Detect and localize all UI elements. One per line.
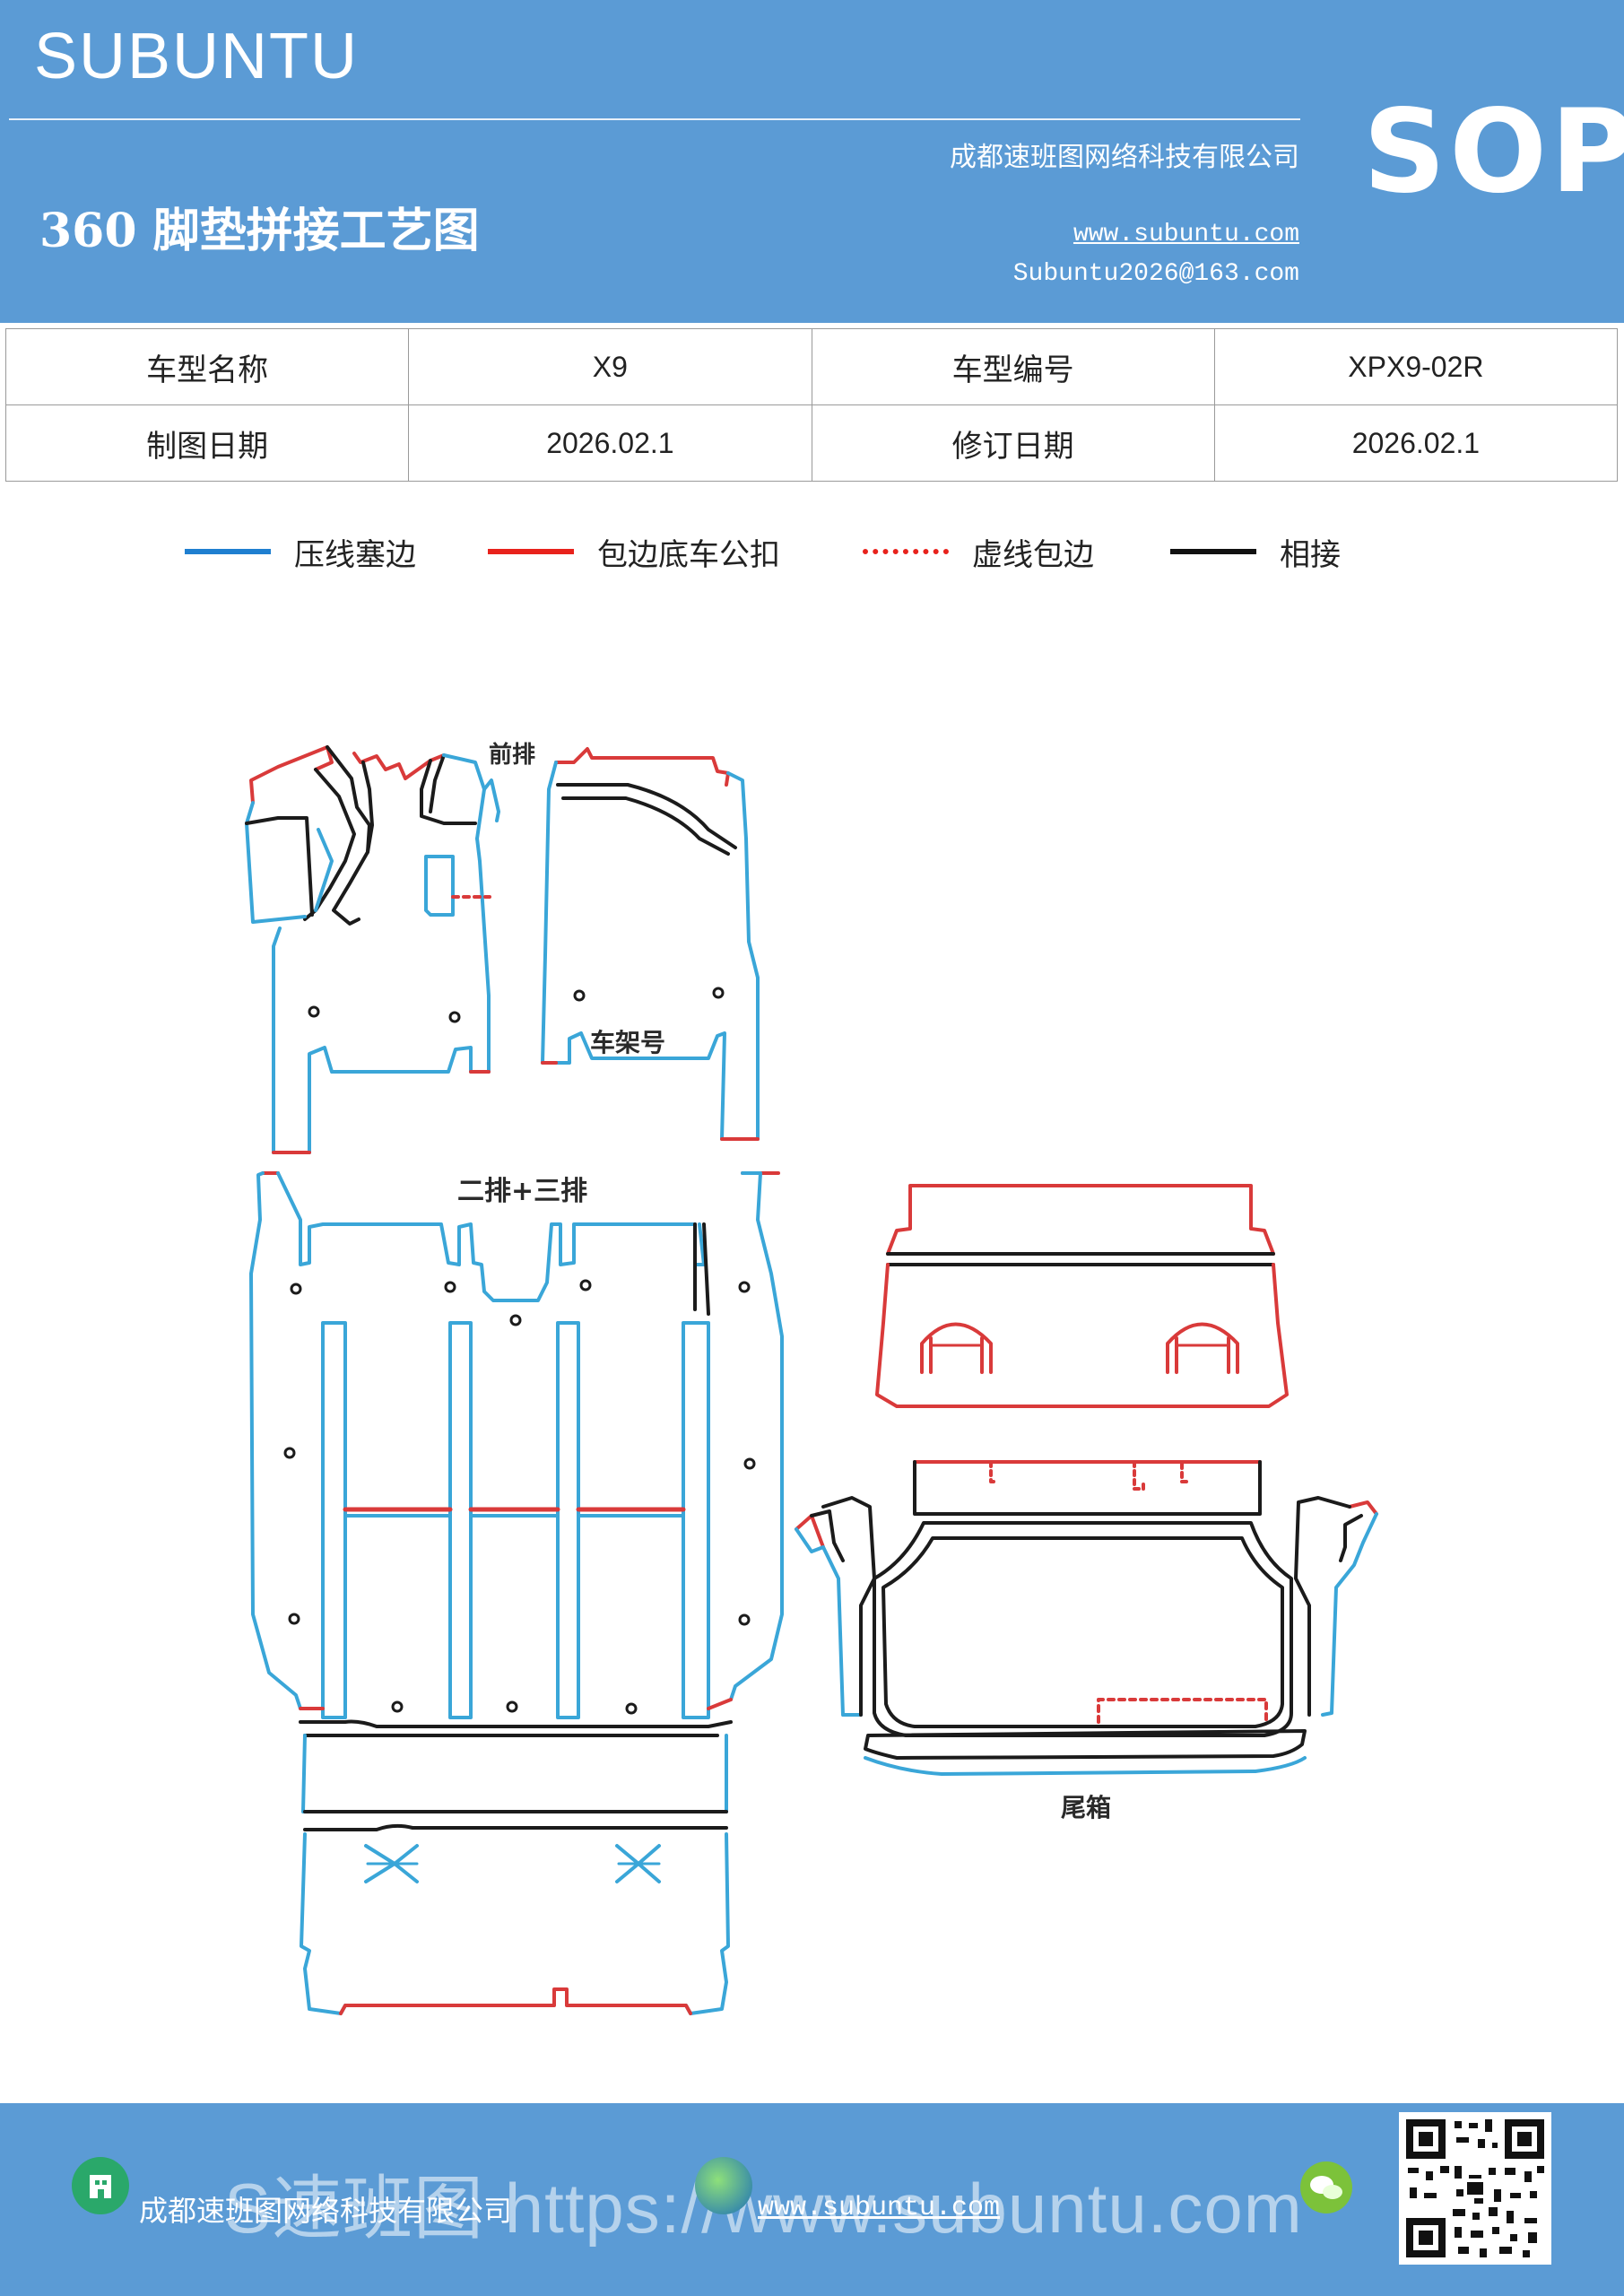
legend-swatch <box>863 549 949 554</box>
label-frame-number: 车架号 <box>590 1028 665 1057</box>
legend-swatch <box>185 549 271 554</box>
brand-name: SUBUNTU <box>34 21 360 92</box>
footer-company-name: 成都速班图网络科技有限公司 <box>139 2194 513 2228</box>
label-trunk: 尾箱 <box>1061 1793 1111 1822</box>
legend-label: 相接 <box>1280 536 1341 573</box>
model-name-value: X9 <box>408 328 812 405</box>
footer-website-link[interactable]: www.subuntu.com <box>758 2193 1001 2223</box>
model-code-value: XPX9-02R <box>1213 328 1619 405</box>
model-name-label: 车型名称 <box>4 328 410 405</box>
website-link[interactable]: www.subuntu.com <box>1073 221 1299 248</box>
legend-item-dashed-edge: 虚线包边 <box>863 525 1094 578</box>
front-left-mat <box>245 745 500 1154</box>
label-second-third-row: 二排+三排 <box>457 1176 587 1207</box>
legend-item-edge-buckle: 包边底车公扣 <box>488 525 780 578</box>
company-name: 成都速班图网络科技有限公司 <box>950 142 1299 173</box>
front-right-mat <box>541 747 760 1141</box>
document-title: 360 脚垫拼接工艺图 <box>39 204 480 258</box>
legend-label: 压线塞边 <box>294 536 416 573</box>
legend-item-press-line: 压线塞边 <box>185 525 416 578</box>
legend-item-joint: 相接 <box>1170 525 1341 578</box>
contact-email[interactable]: Subuntu2026@163.com <box>1012 260 1299 288</box>
qr-code <box>1399 2112 1551 2265</box>
footer-watermark: S速班图 https://www.subuntu.com <box>224 2169 1303 2248</box>
building-icon <box>72 2157 129 2214</box>
footer-banner <box>0 2103 1624 2296</box>
second-third-row-mat <box>249 1171 784 2015</box>
revision-date-value: 2026.02.1 <box>1213 404 1619 482</box>
header-banner <box>0 0 1624 323</box>
trunk-mats <box>795 1184 1378 1776</box>
legend-label: 虚线包边 <box>972 536 1094 573</box>
label-front-row: 前排 <box>489 741 535 769</box>
model-code-label: 车型编号 <box>811 328 1215 405</box>
table-row: 车型名称 X9 车型编号 XPX9-02R <box>4 328 1619 405</box>
revision-date-label: 修订日期 <box>811 404 1215 482</box>
drawing-date-value: 2026.02.1 <box>408 404 812 482</box>
legend-swatch <box>488 549 574 554</box>
globe-icon <box>695 2157 752 2214</box>
line-legend: 压线塞边 包边底车公扣 虚线包边 相接 <box>0 525 1624 578</box>
vehicle-info-table: 车型名称 X9 车型编号 XPX9-02R 制图日期 2026.02.1 修订日… <box>4 328 1619 482</box>
sop-badge: SOP <box>1363 85 1624 219</box>
legend-label: 包边底车公扣 <box>597 536 780 573</box>
wechat-icon[interactable] <box>1300 2161 1352 2213</box>
header-divider <box>9 118 1300 120</box>
drawing-date-label: 制图日期 <box>4 404 410 482</box>
legend-swatch <box>1170 549 1256 554</box>
table-row: 制图日期 2026.02.1 修订日期 2026.02.1 <box>4 404 1619 482</box>
